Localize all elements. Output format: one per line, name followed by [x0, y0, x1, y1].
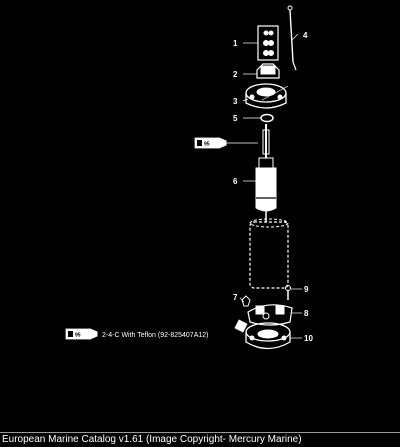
callout-9: 9 [304, 285, 309, 294]
part-1-cover-plate [257, 25, 279, 61]
exploded-parts-diagram: 95 [65, 5, 313, 350]
lubricant-note: 95 2-4-C With Teflon (92-825407A12) [65, 328, 208, 340]
part-2-nut [256, 63, 280, 79]
lubricant-tube-2-label: 95 [75, 333, 81, 339]
lubricant-note-text: 2-4-C With Teflon (92-825407A12) [102, 332, 208, 339]
lubricant-tube-1-label: 95 [204, 142, 210, 148]
part-6-armature [255, 124, 277, 222]
part-3-housing [245, 83, 287, 109]
part-9-screw [285, 285, 291, 300]
leader-lines [239, 33, 302, 339]
part-10-end-cap [245, 322, 291, 350]
callout-3: 3 [233, 97, 238, 106]
part-5-o-ring [260, 113, 274, 123]
part-7-clip [234, 295, 251, 333]
callout-8: 8 [304, 309, 309, 318]
stator-housing [249, 218, 289, 289]
callouts: 1 2 3 4 5 6 7 8 9 10 [233, 31, 313, 343]
callout-2: 2 [233, 70, 238, 79]
callout-1: 1 [233, 39, 238, 48]
callout-4: 4 [303, 31, 308, 40]
callout-10: 10 [304, 334, 313, 343]
callout-7: 7 [233, 293, 238, 302]
lubricant-tube-2: 95 [65, 328, 98, 340]
image-caption: European Marine Catalog v1.61 (Image Cop… [0, 432, 400, 447]
callout-6: 6 [233, 177, 238, 186]
lubricant-tube-1: 95 [194, 137, 258, 149]
part-8-brush-plate [247, 304, 293, 326]
callout-5: 5 [233, 114, 238, 123]
